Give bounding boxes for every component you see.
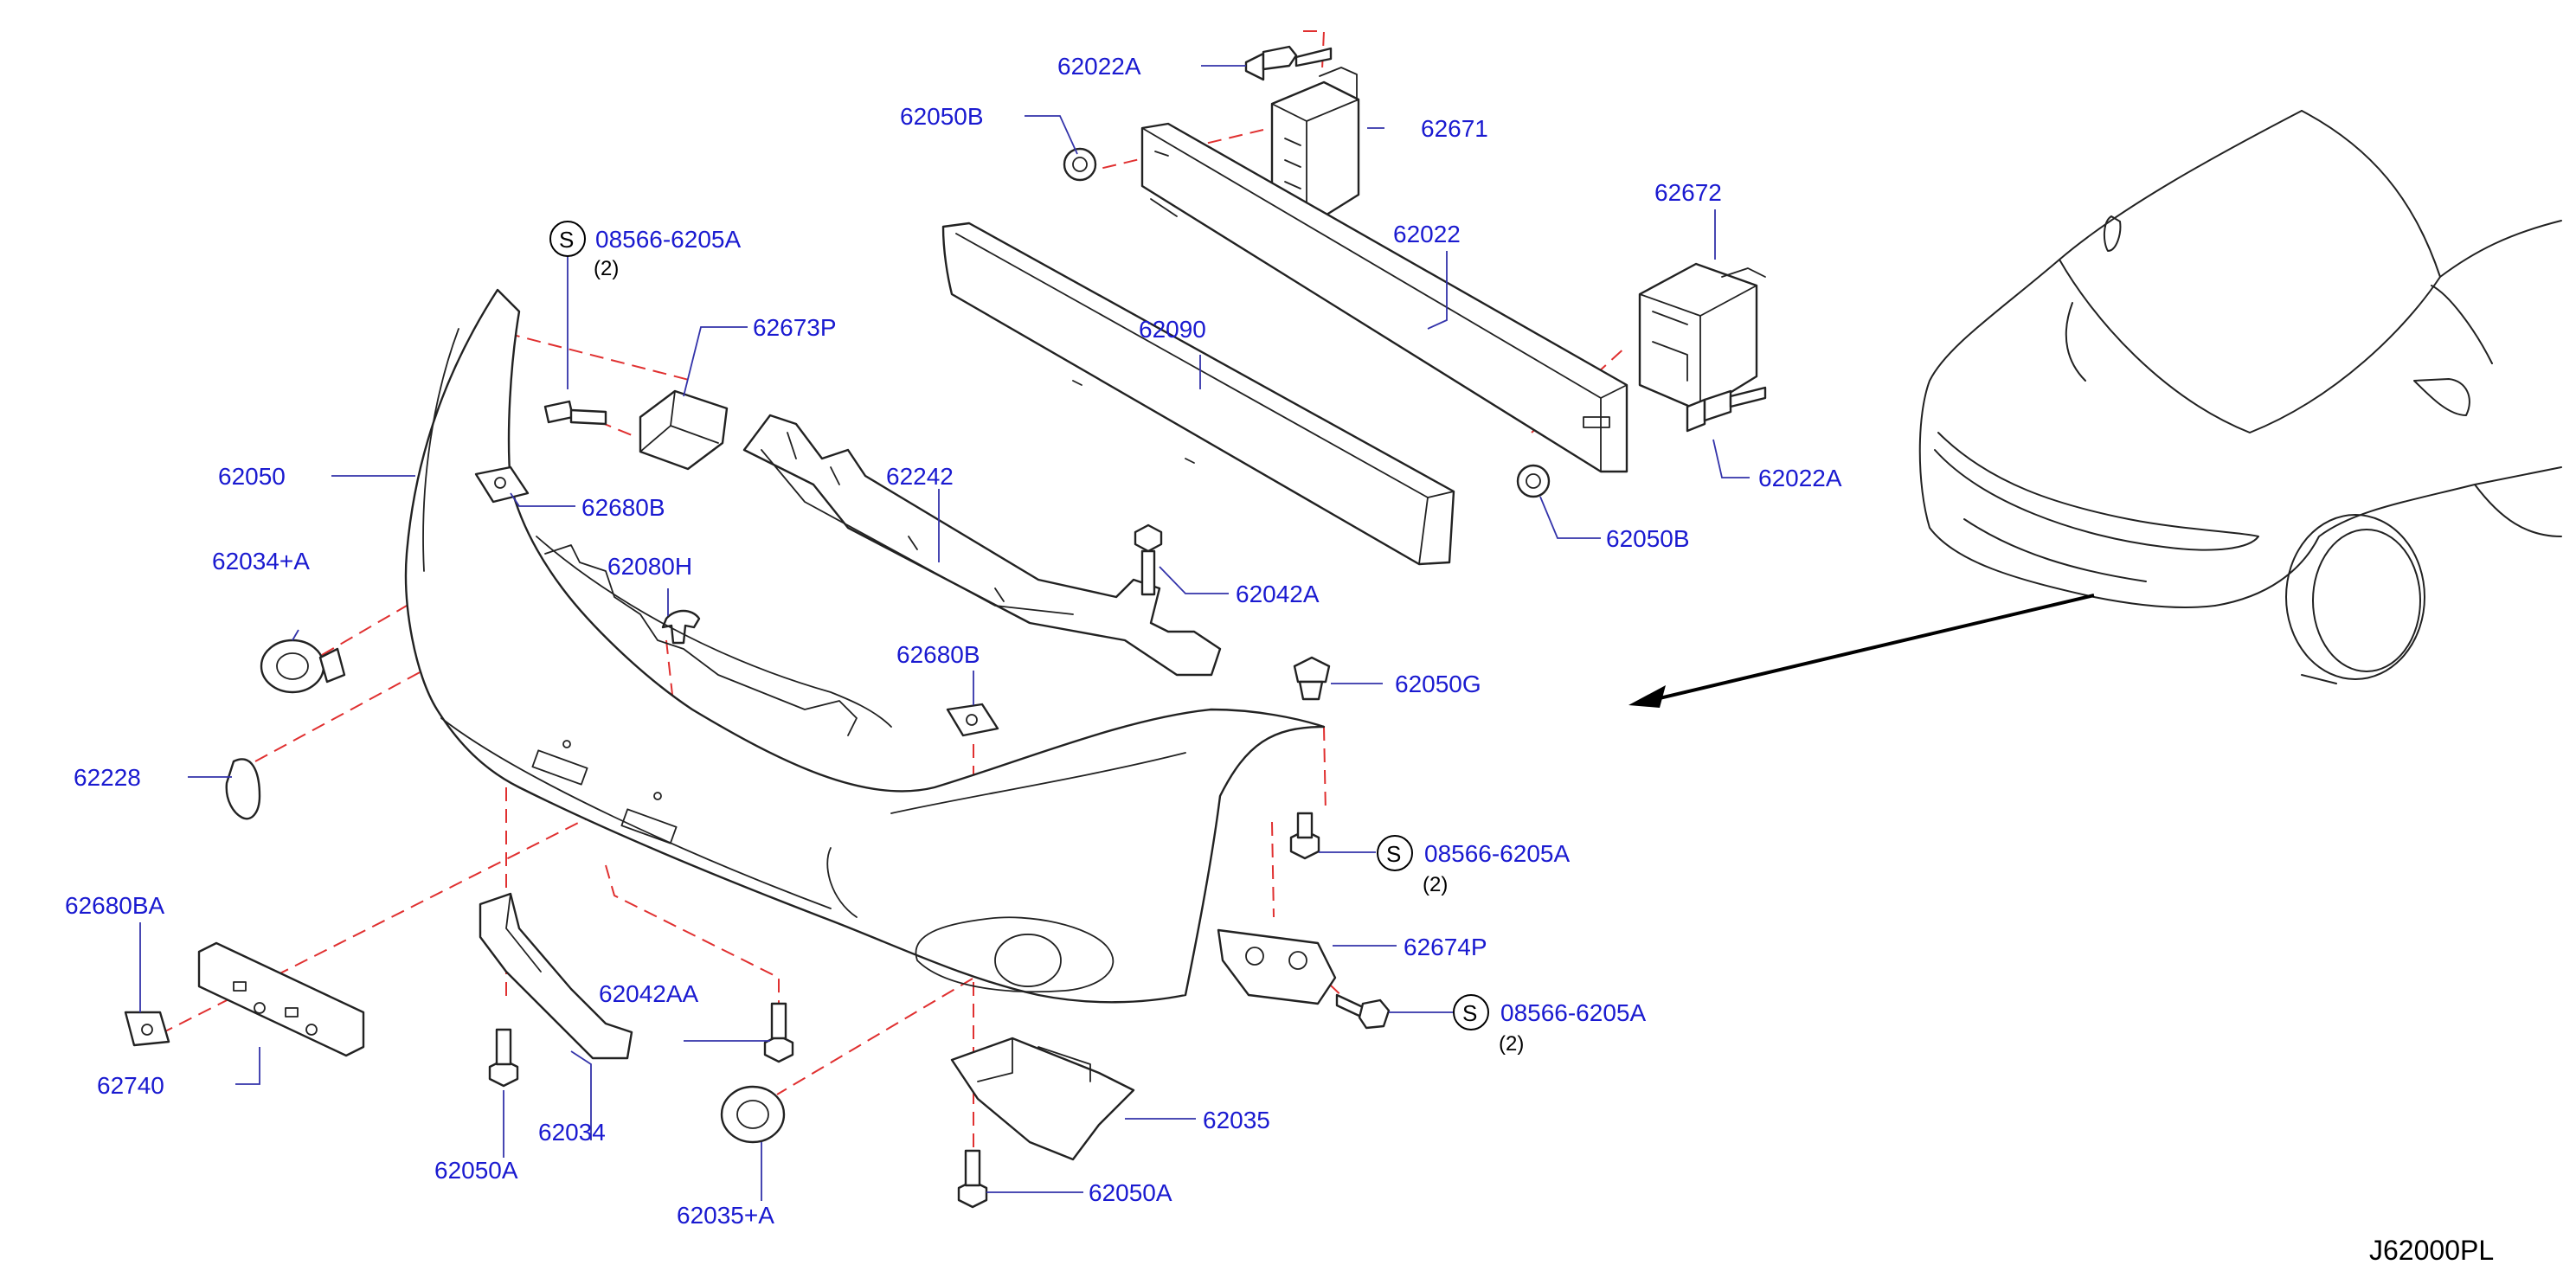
bolt-62022A-top — [1244, 45, 1333, 81]
bolt-62042AA — [763, 1002, 794, 1063]
bracket-62740 — [197, 941, 365, 1057]
label-62740: 62740 — [97, 1072, 164, 1099]
diagram-code: J62000PL — [2369, 1235, 2494, 1266]
bolt-08566-mid — [1289, 812, 1320, 860]
symbol-s-low-letter: S — [1462, 1000, 1477, 1026]
vehicle-illustration — [1918, 110, 2562, 684]
symbol-s-mid-letter: S — [1386, 841, 1401, 867]
reinforcement-62022 — [1140, 122, 1628, 473]
label-62242: 62242 — [886, 463, 954, 490]
clip-62050G — [1293, 656, 1331, 701]
label-62042AA: 62042AA — [599, 980, 699, 1007]
qty-08566-mid: (2) — [1423, 873, 1448, 896]
bolt-62050A-right — [957, 1149, 988, 1209]
label-62228: 62228 — [74, 764, 141, 791]
bolt-08566-top — [543, 400, 607, 426]
label-62050: 62050 — [218, 463, 286, 490]
label-62050A-right: 62050A — [1089, 1179, 1172, 1206]
label-08566-low: 08566-6205A — [1500, 999, 1646, 1026]
label-62050B-right: 62050B — [1606, 525, 1690, 552]
bracket-62674P — [1217, 928, 1337, 1005]
symbol-s-top — [549, 221, 586, 257]
label-62680BA: 62680BA — [65, 892, 165, 919]
label-62671: 62671 — [1421, 115, 1488, 142]
bolt-62022A-right — [1686, 386, 1767, 433]
nut-62050B-top — [1063, 147, 1097, 182]
label-62050G: 62050G — [1395, 671, 1481, 697]
label-08566-top: 08566-6205A — [595, 226, 741, 253]
label-08566-mid: 08566-6205A — [1424, 840, 1570, 867]
label-62034A: 62034+A — [212, 548, 310, 575]
label-62035A: 62035+A — [677, 1202, 774, 1229]
pointer-arrow-line — [1648, 594, 2095, 703]
label-62035: 62035 — [1203, 1107, 1270, 1133]
label-62672: 62672 — [1654, 179, 1722, 206]
sensor-holder-62035A — [720, 1085, 786, 1144]
label-62022A-right: 62022A — [1758, 465, 1842, 491]
bolt-62042A — [1134, 523, 1163, 596]
symbol-s-top-letter: S — [559, 227, 574, 253]
pointer-arrow-head — [1628, 685, 1666, 708]
bracket-62672 — [1638, 262, 1766, 413]
assembly-guides — [159, 30, 1724, 1151]
clip-62080H — [661, 609, 701, 645]
qty-08566-top: (2) — [594, 257, 619, 280]
retainer-62242 — [742, 414, 1222, 677]
bracket-62671 — [1270, 67, 1360, 218]
label-62674P: 62674P — [1404, 934, 1487, 960]
label-62042A: 62042A — [1236, 581, 1320, 607]
symbol-s-low — [1453, 994, 1489, 1030]
label-62022A-top: 62022A — [1057, 53, 1141, 80]
label-62034: 62034 — [538, 1119, 606, 1146]
label-62680B-top: 62680B — [581, 494, 665, 521]
label-62673P: 62673P — [753, 314, 837, 341]
symbol-s-mid — [1377, 835, 1413, 871]
fascia-62050 — [404, 288, 1326, 1004]
qty-08566-low: (2) — [1499, 1032, 1524, 1056]
label-62080H: 62080H — [607, 553, 692, 580]
absorber-62090 — [941, 221, 1455, 566]
nut-62680B-top — [474, 465, 530, 504]
cap-62228 — [225, 758, 261, 820]
bolt-62050A-left — [488, 1028, 519, 1088]
nut-62680B-mid — [946, 703, 999, 737]
sensor-holder-62034A — [260, 639, 346, 694]
bracket-62035 — [950, 1037, 1135, 1161]
label-62090: 62090 — [1139, 316, 1206, 343]
label-62022: 62022 — [1393, 221, 1461, 247]
nut-62050B-right — [1516, 464, 1551, 498]
bolt-08566-low — [1335, 993, 1391, 1030]
label-62680B-mid: 62680B — [896, 641, 980, 668]
label-62050B-top: 62050B — [900, 103, 984, 130]
label-62050A-left: 62050A — [434, 1157, 518, 1184]
bracket-62673P — [639, 389, 729, 471]
nut-62680BA — [124, 1011, 170, 1047]
bracket-62034 — [479, 892, 633, 1060]
leader-lines — [139, 65, 1750, 1201]
